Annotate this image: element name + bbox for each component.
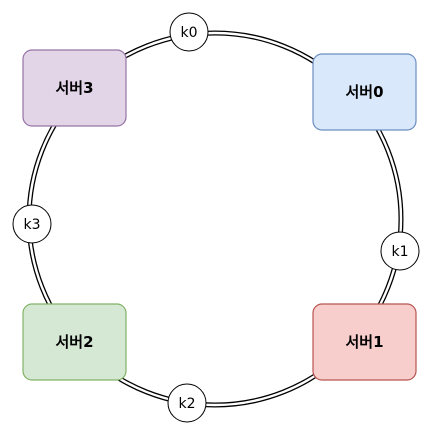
key-k1-label: k1 [391,244,408,260]
key-k2-node[interactable]: k2 [167,383,207,423]
key-k2-label: k2 [178,396,195,412]
key-k3-node[interactable]: k3 [12,204,52,244]
server-3-node[interactable]: 서버3 [22,49,127,127]
key-k0-label: k0 [180,25,197,41]
server-1-label: 서버1 [345,333,383,351]
server-0-node[interactable]: 서버0 [312,53,417,131]
server-2-label: 서버2 [55,333,93,351]
server-3-label: 서버3 [55,79,93,97]
server-2-node[interactable]: 서버2 [22,303,127,381]
server-1-node[interactable]: 서버1 [312,303,417,381]
key-k3-circle [12,204,52,244]
key-k2-circle [167,383,207,423]
key-k0-circle [169,12,209,52]
key-k3-label: k3 [23,217,40,233]
key-k0-node[interactable]: k0 [169,12,209,52]
key-k1-circle [380,231,420,271]
server-1-box [312,303,417,381]
server-2-box [22,303,127,381]
server-0-box [312,53,417,131]
server-0-label: 서버0 [345,83,383,101]
key-k1-node[interactable]: k1 [380,231,420,271]
server-3-box [22,49,127,127]
